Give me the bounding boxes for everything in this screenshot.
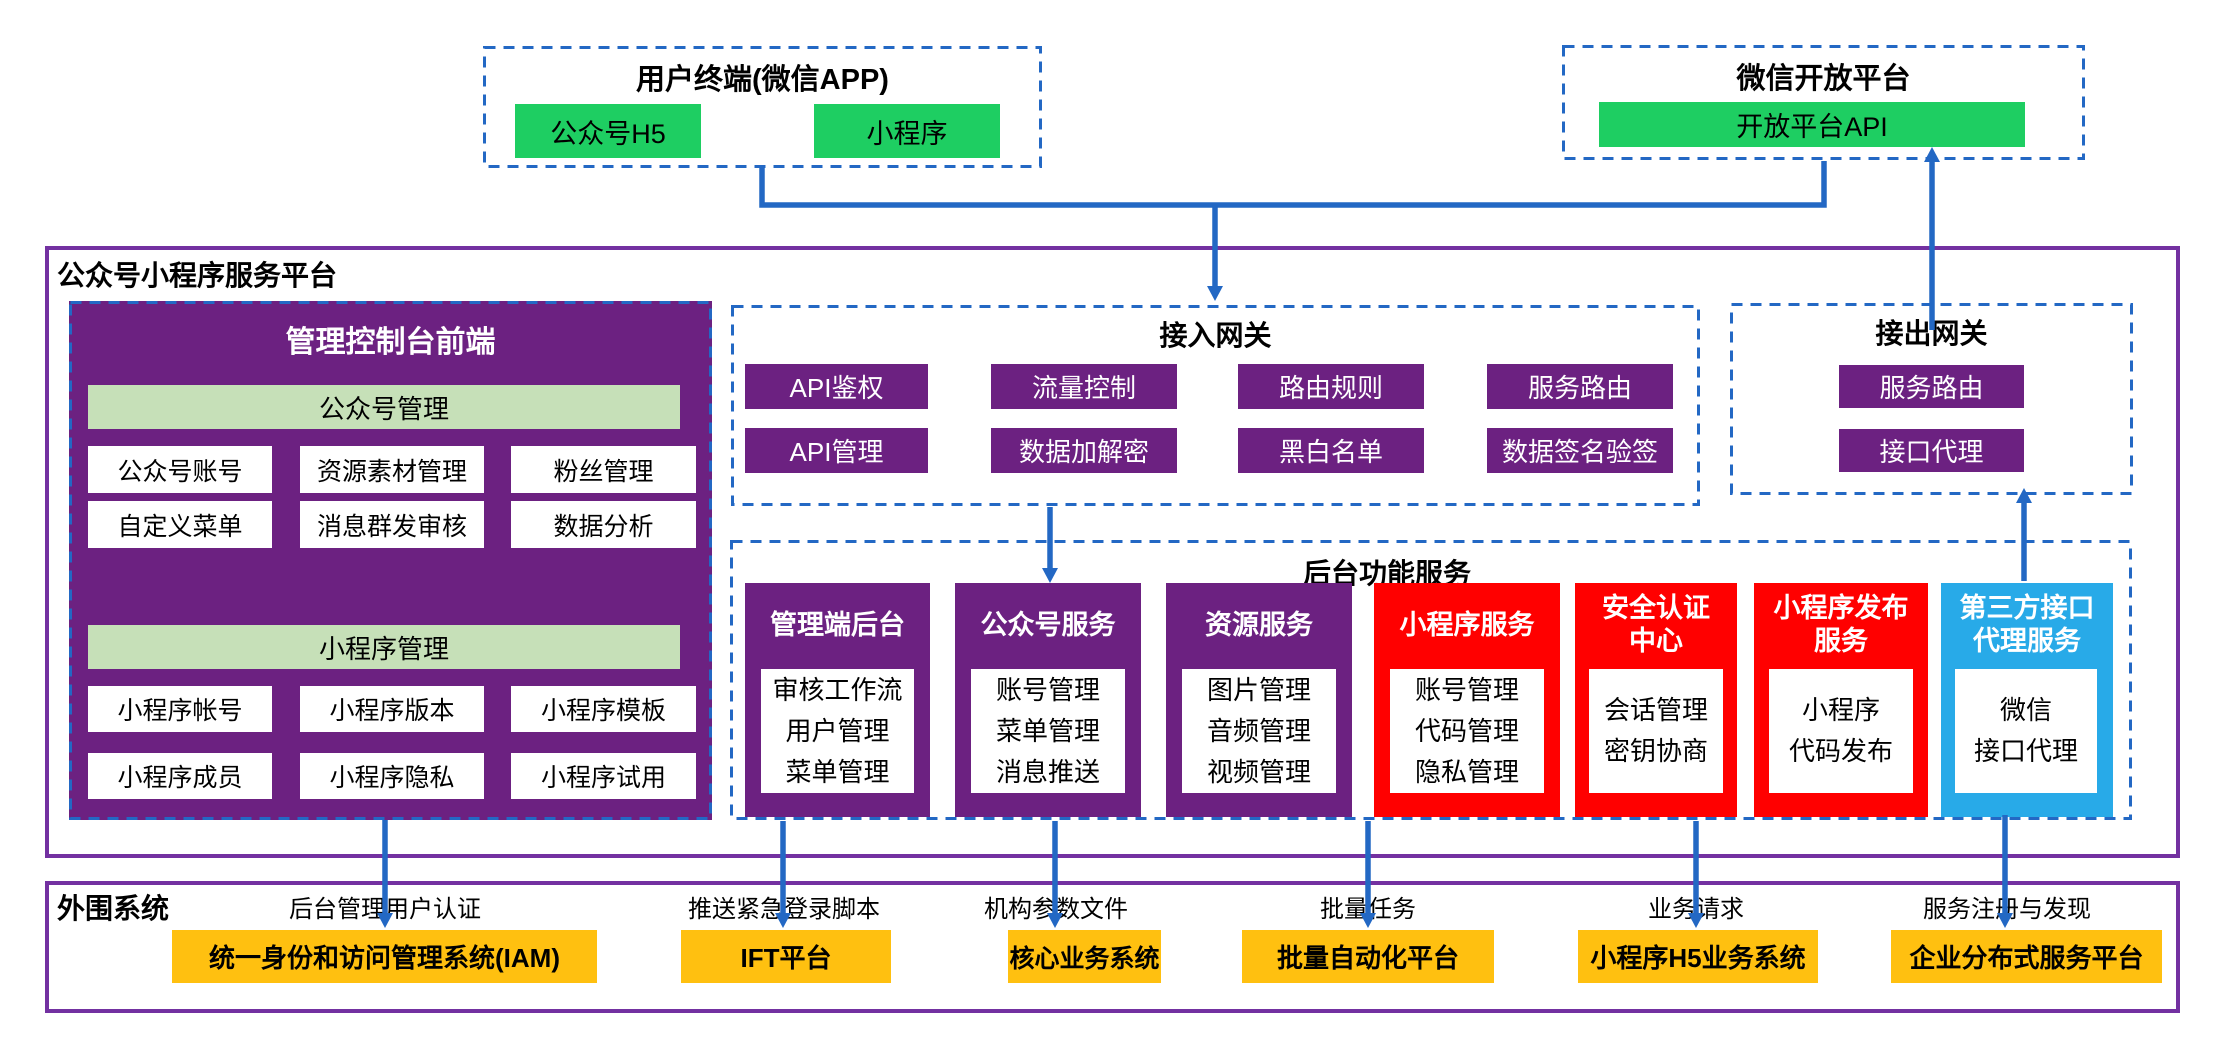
external-system-batch-automation: 批量自动化平台	[1242, 930, 1494, 983]
service-feature: 视频管理	[1206, 756, 1311, 787]
admin-console-panel	[69, 301, 712, 820]
admin-item-fans-management: 粉丝管理	[511, 446, 696, 493]
admin-item-mp-template: 小程序模板	[511, 686, 696, 732]
service-card-title: 公众号服务	[980, 609, 1116, 640]
admin-item-mp-version: 小程序版本	[300, 686, 484, 732]
admin-item-resource-material: 资源素材管理	[300, 446, 484, 493]
service-card-admin-backend: 管理端后台 审核工作流 用户管理 菜单管理	[745, 583, 930, 817]
service-card-body: 会话管理 密钥协商	[1589, 669, 1723, 793]
service-card-title: 管理端后台	[770, 609, 905, 640]
service-feature: 用户管理	[785, 715, 890, 746]
admin-item-mp-member: 小程序成员	[88, 753, 272, 799]
admin-item-data-analysis: 数据分析	[511, 501, 696, 548]
service-feature: 隐私管理	[1414, 756, 1519, 787]
service-card-official-account: 公众号服务 账号管理 菜单管理 消息推送	[955, 583, 1141, 817]
service-platform-label: 公众号小程序服务平台	[57, 260, 338, 291]
flow-label-business-request: 业务请求	[1648, 896, 1744, 923]
service-feature: 会话管理	[1603, 695, 1708, 725]
service-feature: 密钥协商	[1603, 736, 1708, 766]
external-system-distributed-service: 企业分布式服务平台	[1891, 930, 2162, 983]
admin-item-official-account-id: 公众号账号	[88, 446, 272, 493]
service-feature: 账号管理	[995, 674, 1100, 705]
service-card-title: 资源服务	[1205, 609, 1313, 640]
service-card-mp-release: 小程序发布 服务 小程序 代码发布	[1754, 583, 1928, 817]
service-card-thirdparty-proxy: 第三方接口 代理服务 微信 接口代理	[1941, 583, 2113, 817]
service-platform-container	[45, 246, 2180, 858]
gateway-in-item-signature-verify: 数据签名验签	[1487, 428, 1673, 473]
service-feature: 接口代理	[1973, 736, 2078, 766]
flow-label-admin-auth: 后台管理用户认证	[289, 896, 481, 923]
flow-label-service-registry: 服务注册与发现	[1923, 896, 2091, 923]
external-system-ift: IFT平台	[681, 930, 891, 983]
service-feature: 图片管理	[1206, 674, 1311, 705]
gateway-out-item-interface-proxy: 接口代理	[1839, 429, 2024, 472]
admin-item-mp-account: 小程序帐号	[88, 686, 272, 732]
service-card-security-auth: 安全认证 中心 会话管理 密钥协商	[1575, 583, 1737, 817]
service-card-body: 图片管理 音频管理 视频管理	[1182, 669, 1336, 793]
section-header-official-account: 公众号管理	[88, 385, 680, 429]
chip-open-platform-api: 开放平台API	[1599, 102, 2025, 147]
gateway-in-item-service-routing: 服务路由	[1487, 364, 1673, 409]
external-system-core-business: 核心业务系统	[1008, 930, 1161, 983]
external-systems-label: 外围系统	[57, 893, 170, 924]
service-feature: 小程序	[1801, 695, 1880, 725]
service-feature: 代码管理	[1414, 715, 1519, 746]
service-feature: 微信	[1999, 695, 2052, 725]
service-feature: 消息推送	[995, 756, 1100, 787]
external-systems-container	[45, 881, 2180, 1013]
chip-mini-program: 小程序	[814, 104, 1000, 158]
service-feature: 菜单管理	[785, 756, 890, 787]
open-platform-title: 微信开放平台	[1736, 63, 1911, 95]
gateway-in-item-flow-control: 流量控制	[991, 364, 1177, 409]
service-card-body: 账号管理 代码管理 隐私管理	[1390, 669, 1544, 793]
gateway-in-item-api-management: API管理	[745, 428, 928, 473]
gateway-in-item-routing-rules: 路由规则	[1238, 364, 1424, 409]
gateway-out-title: 接出网关	[1875, 318, 1988, 349]
gateway-in-item-data-encryption: 数据加解密	[991, 428, 1177, 473]
service-card-title: 小程序发布 服务	[1773, 593, 1909, 656]
service-card-mini-program: 小程序服务 账号管理 代码管理 隐私管理	[1374, 583, 1560, 817]
user-terminal-title: 用户终端(微信APP)	[636, 64, 889, 96]
admin-console-title: 管理控制台前端	[285, 326, 496, 359]
service-feature: 代码发布	[1788, 736, 1893, 766]
service-card-title: 第三方接口 代理服务	[1959, 593, 2095, 656]
service-card-resource: 资源服务 图片管理 音频管理 视频管理	[1166, 583, 1352, 817]
section-header-mini-program: 小程序管理	[88, 625, 680, 669]
gateway-in-title: 接入网关	[1159, 320, 1272, 351]
service-card-title: 小程序服务	[1399, 609, 1535, 640]
admin-item-custom-menu: 自定义菜单	[88, 501, 272, 548]
service-feature: 菜单管理	[995, 715, 1100, 746]
service-feature: 审核工作流	[772, 674, 903, 705]
flow-label-batch-tasks: 批量任务	[1320, 896, 1416, 923]
service-card-body: 微信 接口代理	[1955, 669, 2097, 793]
chip-official-account-h5: 公众号H5	[515, 104, 701, 158]
external-system-iam: 统一身份和访问管理系统(IAM)	[172, 930, 597, 983]
service-feature: 账号管理	[1414, 674, 1519, 705]
service-card-body: 小程序 代码发布	[1769, 669, 1913, 793]
gateway-in-item-blackwhite-list: 黑白名单	[1238, 428, 1424, 473]
service-feature: 音频管理	[1206, 715, 1311, 746]
service-card-title: 安全认证 中心	[1602, 593, 1710, 656]
service-card-body: 账号管理 菜单管理 消息推送	[971, 669, 1125, 793]
gateway-in-item-api-auth: API鉴权	[745, 364, 928, 409]
gateway-out-item-service-routing: 服务路由	[1839, 365, 2024, 408]
admin-item-message-review: 消息群发审核	[300, 501, 484, 548]
external-system-mp-h5-business: 小程序H5业务系统	[1578, 930, 1818, 983]
service-card-body: 审核工作流 用户管理 菜单管理	[761, 669, 914, 793]
admin-item-mp-privacy: 小程序隐私	[300, 753, 484, 799]
flow-label-org-params: 机构参数文件	[984, 896, 1128, 923]
admin-item-mp-trial: 小程序试用	[511, 753, 696, 799]
